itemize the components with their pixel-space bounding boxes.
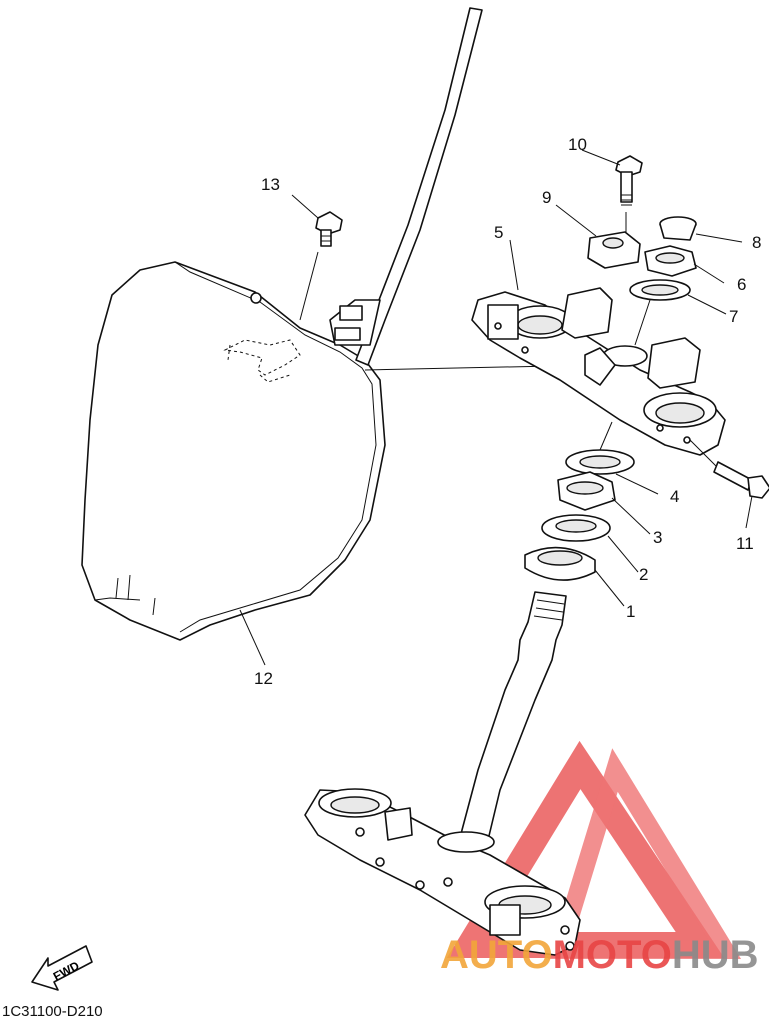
- washer: [629, 279, 691, 346]
- bearing: [524, 546, 596, 581]
- watermark-logo-icon: [446, 740, 742, 959]
- callout-9: 9: [542, 188, 551, 207]
- fwd-arrow-icon: FWD: [31, 945, 93, 991]
- diagram-code: 1C31100-D210: [2, 1003, 103, 1019]
- callout-10: 10: [568, 135, 587, 154]
- callout-2: 2: [639, 565, 648, 584]
- upper-bracket: [471, 287, 726, 456]
- callout-11: 11: [736, 534, 754, 553]
- callout-5: 5: [494, 223, 503, 242]
- callout-7: 7: [729, 307, 738, 326]
- steering-stem: [304, 591, 581, 956]
- steering-stem-cap: [659, 216, 697, 241]
- callout-12: 12: [254, 669, 273, 688]
- bearing-cover: [541, 514, 611, 542]
- watermark-text: AUTOMOTOHUB: [440, 933, 759, 977]
- steering-nut: [644, 245, 697, 277]
- bolt-10: [615, 155, 643, 232]
- callout-8: 8: [752, 233, 761, 252]
- callout-6: 6: [737, 275, 746, 294]
- callout-4: 4: [670, 487, 679, 506]
- callout-leaders: [239, 149, 753, 666]
- watermark-part-2: MOTO: [553, 933, 672, 977]
- number-plate: [81, 261, 386, 641]
- callout-1: 1: [626, 602, 635, 621]
- watermark-part-3: HUB: [672, 933, 759, 977]
- ring-nut: [557, 471, 616, 511]
- watermark-part-1: AUTO: [440, 933, 553, 977]
- handlebar-upper-holder: [587, 231, 641, 269]
- thrust-washer: [565, 421, 635, 475]
- bolt-13: [299, 211, 343, 321]
- plate-stay: [329, 7, 483, 366]
- callout-3: 3: [653, 528, 662, 547]
- callout-13: 13: [261, 175, 280, 194]
- bolt-11: [689, 439, 769, 499]
